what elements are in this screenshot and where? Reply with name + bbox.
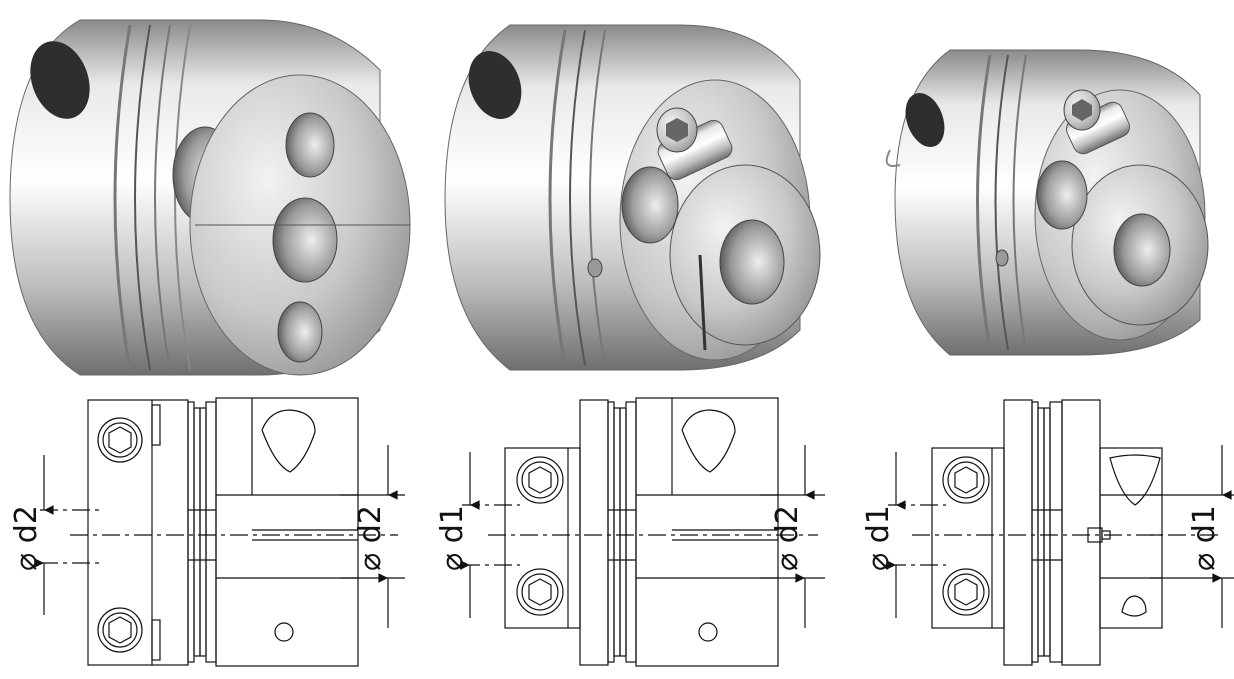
dimension-label: ⌀ d1	[435, 505, 470, 571]
dimension-label: ⌀ d1	[861, 505, 896, 571]
screw-head-icon	[97, 607, 143, 653]
coupling-1-drawing	[34, 397, 405, 667]
screw-head-icon	[516, 456, 564, 504]
dimension-label: ⌀ d2	[770, 505, 805, 571]
coupling-3-drawing	[886, 399, 1234, 666]
screw-head-icon	[97, 417, 143, 463]
screw-head-icon	[942, 568, 990, 616]
screw-head-icon	[942, 456, 990, 504]
dimension-label: ⌀ d2	[9, 505, 44, 571]
dimension-label: ⌀ d1	[1187, 505, 1222, 571]
dimension-label: ⌀ d2	[353, 505, 388, 571]
coupling-1-render	[9, 19, 411, 376]
coupling-2-drawing	[460, 397, 825, 667]
coupling-2-render	[444, 24, 821, 371]
screw-head-icon	[516, 568, 564, 616]
coupling-3-render	[885, 49, 1209, 356]
